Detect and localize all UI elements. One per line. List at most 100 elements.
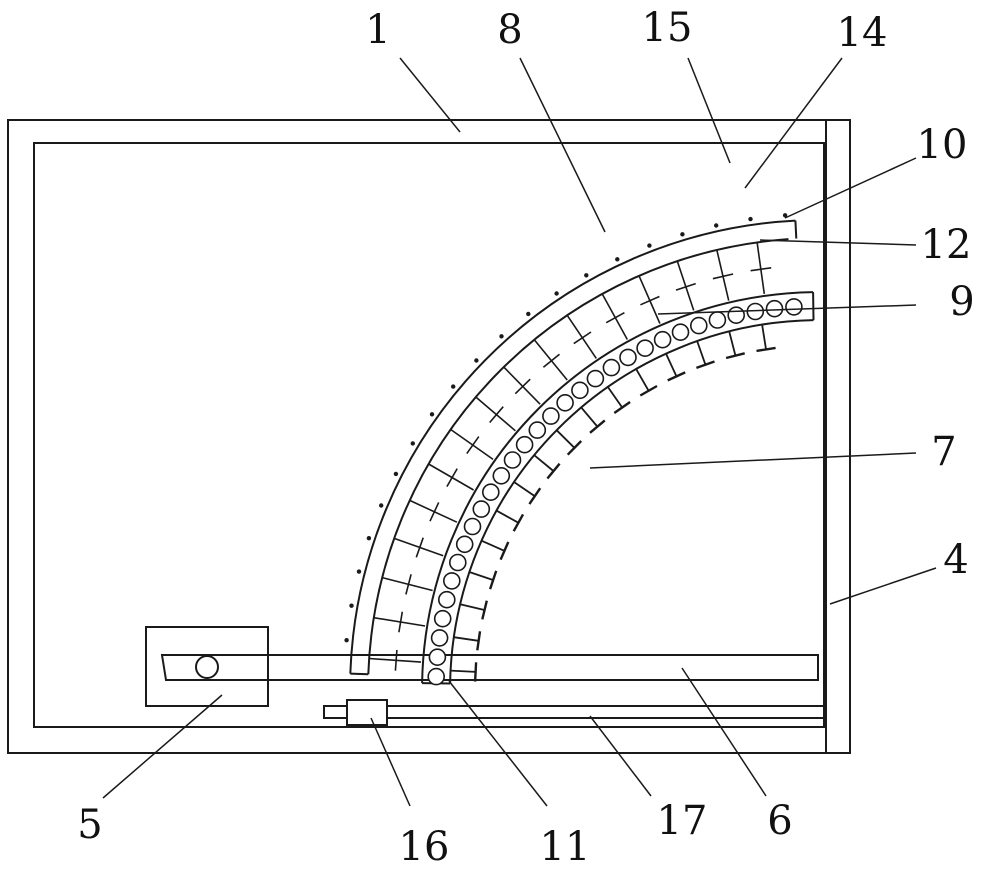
bracket-arm <box>409 499 458 523</box>
label-12: 12 <box>921 222 972 268</box>
bracket-cross <box>605 311 625 324</box>
inner-clamp-stem <box>696 340 707 365</box>
guide-pin <box>429 412 435 417</box>
bracket-cross <box>446 468 458 487</box>
chain-roller <box>636 339 654 358</box>
chain-roller <box>448 553 467 572</box>
bracket-arm <box>533 339 568 381</box>
bracket-arm <box>369 657 422 663</box>
inner-clamp-head <box>546 462 561 480</box>
chain-roller <box>442 572 461 590</box>
bracket-arm <box>475 396 516 432</box>
inner-clamp-stem <box>481 539 505 552</box>
bracket-cross <box>405 574 412 595</box>
bracket-cross <box>542 353 561 368</box>
bracket-cross <box>675 282 696 291</box>
inner-clamp-head <box>613 401 631 414</box>
inner-clamp-stem <box>555 429 576 449</box>
chain-outer-edge <box>421 291 814 684</box>
chain-roller <box>463 517 482 536</box>
inner-clamp-stem <box>665 353 678 377</box>
inner-clamp-stem <box>495 509 519 524</box>
inner-clamp-stem <box>450 669 476 673</box>
bracket-arm <box>756 242 766 295</box>
chain-roller <box>708 311 727 329</box>
inner-clamp-head <box>566 440 583 456</box>
inner-clamp-stem <box>533 454 554 472</box>
bracket-arm <box>566 314 597 359</box>
guide-pin <box>615 257 620 262</box>
guide-pin <box>393 471 399 477</box>
chain-roller <box>481 483 500 502</box>
label-17: 17 <box>657 798 708 844</box>
guide-pin <box>680 232 685 237</box>
guide-pin <box>410 441 415 446</box>
outer-frame <box>7 119 851 754</box>
label-8: 8 <box>497 7 522 53</box>
label-6: 6 <box>767 798 792 844</box>
guide-pin <box>474 358 479 363</box>
inner-clamp-head <box>528 487 542 505</box>
guide-pin <box>782 213 788 218</box>
bracket-cross <box>514 378 531 395</box>
label-10: 10 <box>917 122 968 168</box>
arc-assembly <box>344 213 815 686</box>
slider-block <box>346 699 388 726</box>
bracket-cross <box>489 406 504 424</box>
inner-clamp-head <box>695 360 715 370</box>
label-5: 5 <box>77 802 102 848</box>
chain-roller <box>671 323 690 342</box>
inner-clamp-stem <box>453 636 479 642</box>
chain-roller <box>542 407 560 425</box>
guide-pin <box>366 536 372 541</box>
outer-guide-end-top <box>794 220 798 239</box>
inner-clamp-stem <box>513 481 536 497</box>
chain-roller <box>503 451 522 469</box>
guide-pin <box>379 503 384 508</box>
bracket-arm <box>382 576 433 592</box>
inner-clamp-stem <box>761 324 767 350</box>
label-4: 4 <box>943 537 968 583</box>
guide-pin <box>647 243 652 248</box>
chain-roller <box>433 609 452 628</box>
chain-roller <box>455 535 474 554</box>
chain-roller <box>602 358 621 377</box>
label-7: 7 <box>931 429 956 475</box>
inner-clamp-head <box>481 600 488 620</box>
bracket-cross <box>750 267 772 272</box>
bracket-cross <box>573 331 592 345</box>
guide-pin <box>451 384 456 389</box>
chain-roller <box>472 500 491 518</box>
bottom-rail <box>323 705 825 719</box>
bracket-arm <box>716 249 730 301</box>
guide-pin <box>714 223 719 228</box>
inner-clamp-head <box>589 419 606 434</box>
inner-clamp-stem <box>607 386 623 408</box>
chain-inner-edge <box>449 319 814 684</box>
bracket-cross <box>466 436 480 455</box>
chain-roller <box>428 648 447 667</box>
label-16: 16 <box>399 824 450 870</box>
chain-roller <box>785 298 803 316</box>
inner-clamp-head <box>725 352 745 360</box>
outer-guide-inner-edge <box>367 238 789 675</box>
chain-roller <box>427 667 446 686</box>
inner-clamp-head <box>476 631 482 651</box>
inner-clamp-stem <box>469 571 494 581</box>
inner-clamp-head <box>667 371 686 382</box>
bracket-cross <box>640 295 660 306</box>
chain-roller <box>619 348 637 367</box>
bracket-cross <box>394 649 398 671</box>
inner-clamp-head <box>639 384 658 397</box>
chain-roller <box>689 316 708 335</box>
guide-pin <box>344 638 349 643</box>
bracket-cross <box>429 502 440 522</box>
bracket-arm <box>428 463 475 491</box>
bracket-arm <box>676 260 695 311</box>
bracket-arm <box>503 366 541 405</box>
horizontal-track <box>160 654 819 681</box>
chain-roller <box>556 393 574 412</box>
inner-clamp-stem <box>459 603 485 611</box>
inner-clamp-head <box>499 541 510 561</box>
